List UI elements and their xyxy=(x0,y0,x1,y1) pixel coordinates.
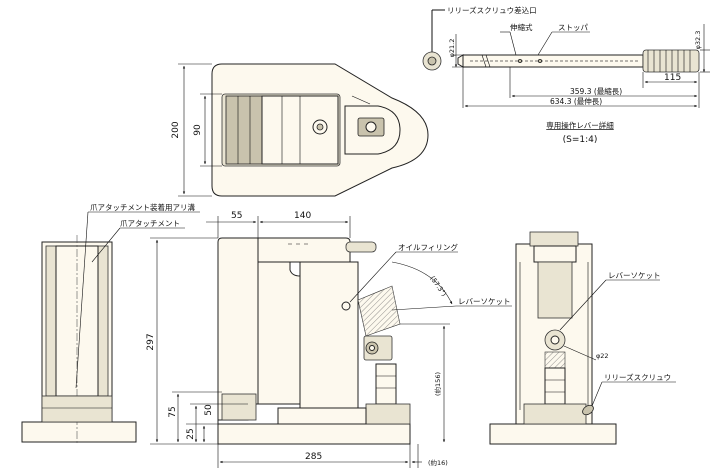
label-stopper: ストッパ xyxy=(558,23,588,32)
lever-detail-title: 専用操作レバー詳細 xyxy=(546,120,614,130)
top-view: 200 90 xyxy=(171,63,429,197)
dim-634-3: 634.3 (最伸長) xyxy=(550,96,602,106)
side-view-pump-plunger xyxy=(544,367,566,405)
dim-75: 75 xyxy=(168,406,178,417)
front-view-main-body xyxy=(257,237,351,263)
front-view-base xyxy=(217,423,411,445)
dim-140: 140 xyxy=(294,211,311,221)
label-release-screw-inlet: リリーズスクリュウ差込口 xyxy=(447,5,537,15)
label-release-screw: リリーズスクリュウ xyxy=(604,372,671,382)
top-dim-90: 90 xyxy=(193,124,203,136)
side-view: レバーソケット φ22 リリーズスクリュウ xyxy=(489,231,676,445)
front-view-lever-socket xyxy=(357,285,401,337)
dim-297: 297 xyxy=(146,333,156,350)
side-view-release-screw xyxy=(582,404,594,416)
lever-grip xyxy=(642,49,700,73)
top-dim-200: 200 xyxy=(171,121,181,138)
front-view: 55 140 297 75 50 25 285 (約16) (約156) (57… xyxy=(146,211,512,468)
dim-359-3: 359.3 (最縮長) xyxy=(570,86,622,96)
dim-approx-16: (約16) xyxy=(428,458,448,467)
side-view-base xyxy=(489,423,617,445)
label-lever-socket-side: レバーソケット xyxy=(608,271,661,280)
left-view: 爪アタッチメント装着用アリ溝 爪アタッチメント xyxy=(21,202,200,445)
dim-55: 55 xyxy=(231,211,242,221)
dim-dia-22: φ22 xyxy=(596,352,609,360)
dim-115: 115 xyxy=(664,73,681,83)
lever-detail: リリーズスクリュウ差込口 伸縮式 ストッパ φ21.2 φ32.3 1 xyxy=(422,5,710,145)
dim-approx-156: (約156) xyxy=(433,372,442,396)
label-claw-attachment: 爪アタッチメント xyxy=(120,219,180,228)
top-view-claw xyxy=(225,95,263,165)
dim-25: 25 xyxy=(186,428,196,439)
front-view-oil-filling-screw xyxy=(341,301,351,311)
label-claw-groove: 爪アタッチメント装着用アリ溝 xyxy=(90,202,195,212)
left-view-base xyxy=(21,421,137,443)
front-view-pump-plunger xyxy=(375,363,397,405)
front-view-cylinder xyxy=(299,261,359,411)
angle-57-3: (57.3°) xyxy=(428,275,448,298)
lever-detail-scale: (S=1:4) xyxy=(563,135,598,145)
dim-dia-21-2: φ21.2 xyxy=(448,39,456,58)
dim-285: 285 xyxy=(305,452,322,462)
dim-dia-32-3: φ32.3 xyxy=(694,31,702,50)
label-telescopic: 伸縮式 xyxy=(510,22,533,32)
side-view-top-cap xyxy=(529,231,579,247)
label-oil-filling: オイルフィリング xyxy=(398,242,458,252)
front-view-top-plate xyxy=(345,241,377,253)
label-lever-socket-front: レバーソケット xyxy=(458,297,511,306)
dim-50: 50 xyxy=(204,404,214,416)
